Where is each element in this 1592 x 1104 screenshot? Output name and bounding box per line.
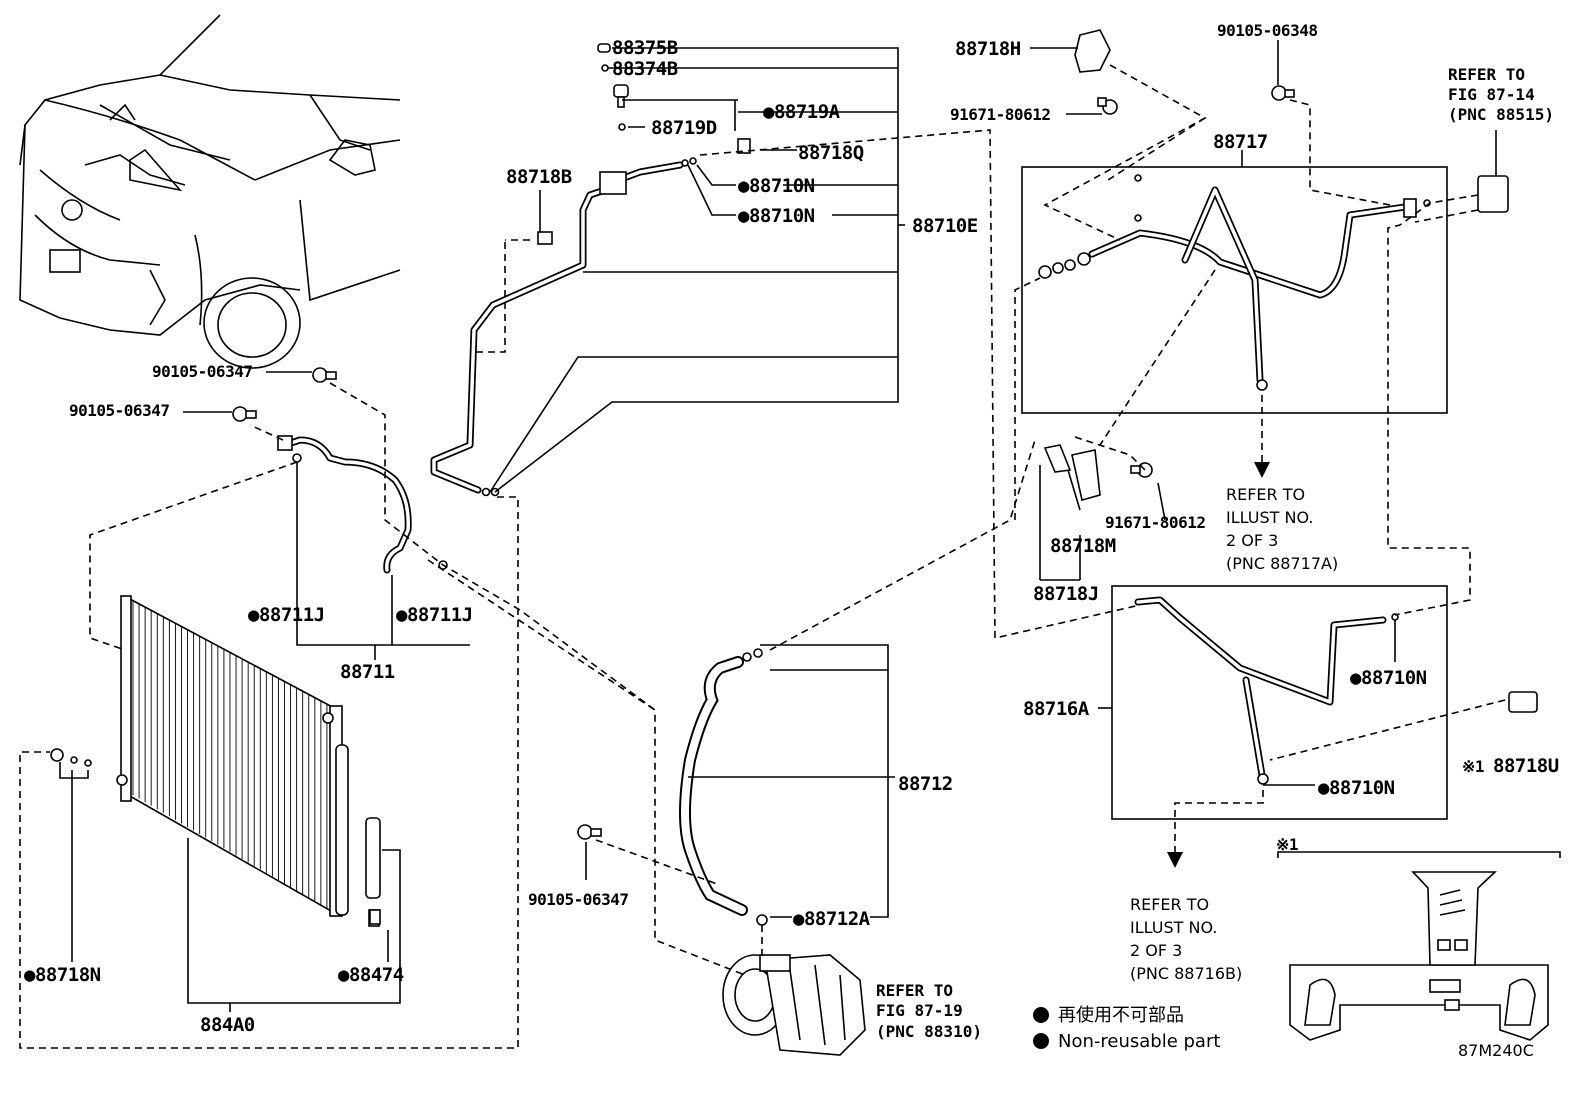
- small-parts-top: [537, 43, 751, 245]
- label-88718U: 88718U: [1493, 755, 1559, 777]
- label-90105-06347-c: 90105-06347: [528, 890, 628, 909]
- label-88718M: 88718M: [1050, 535, 1116, 557]
- label-88718Q: 88718Q: [798, 142, 864, 164]
- label-88711: 88711: [340, 661, 395, 683]
- label-88710N-b: ●88710N: [738, 205, 815, 227]
- discharge-tube-88711: [277, 435, 448, 574]
- condenser-fins: [132, 601, 334, 912]
- condenser-illustration: [116, 595, 381, 927]
- svg-text:REFER TO: REFER TO: [1130, 895, 1209, 914]
- ref-fig-87-14: REFER TO FIG 87-14 (PNC 88515): [1448, 65, 1554, 124]
- label-90105-06348: 90105-06348: [1217, 21, 1317, 40]
- box-88717: [1021, 166, 1448, 414]
- dashed-lines: [19, 64, 1506, 1049]
- label-88474: ●88474: [338, 964, 404, 986]
- label-88375B: 88375B: [612, 37, 678, 59]
- label-88717: 88717: [1213, 131, 1268, 153]
- reference-notes: REFER TO FIG 87-14 (PNC 88515) REFER TO …: [876, 65, 1554, 1041]
- label-88719D: 88719D: [651, 117, 717, 139]
- label-88718H: 88718H: [955, 38, 1021, 60]
- legend-dot-icon: [1033, 1033, 1049, 1049]
- bolts: [50, 85, 1295, 925]
- legend-en: Non-reusable part: [1058, 1031, 1220, 1052]
- legend-dot-icon: [1033, 1007, 1049, 1023]
- svg-text:ILLUST NO.: ILLUST NO.: [1130, 918, 1217, 937]
- tube-88716A: [1134, 596, 1399, 785]
- reference-arrows: [1167, 462, 1270, 868]
- label-88718B: 88718B: [506, 166, 572, 188]
- label-88710N-d: ●88710N: [1318, 777, 1395, 799]
- legend: 再使用不可部品 Non-reusable part: [1033, 1005, 1220, 1052]
- svg-text:REFER TO: REFER TO: [1448, 65, 1525, 84]
- svg-text:2 OF 3: 2 OF 3: [1226, 531, 1278, 550]
- label-88719A: ●88719A: [763, 101, 841, 123]
- label-note-mark: ※1: [1276, 835, 1298, 854]
- svg-text:FIG 87-19: FIG 87-19: [876, 1001, 963, 1020]
- ref-illust-88717A: REFER TO ILLUST NO. 2 OF 3 (PNC 88717A): [1226, 485, 1338, 573]
- svg-text:FIG 87-14: FIG 87-14: [1448, 85, 1535, 104]
- label-88711J-a: ●88711J: [248, 604, 325, 626]
- svg-text:(PNC 88515): (PNC 88515): [1448, 105, 1554, 124]
- label-88710E: 88710E: [912, 215, 978, 237]
- svg-text:(PNC 88717A): (PNC 88717A): [1226, 554, 1338, 573]
- ref-illust-88716B: REFER TO ILLUST NO. 2 OF 3 (PNC 88716B): [1130, 895, 1242, 983]
- ref-fig-87-19: REFER TO FIG 87-19 (PNC 88310): [876, 981, 982, 1041]
- label-88716A: 88716A: [1023, 698, 1090, 720]
- svg-text:ILLUST NO.: ILLUST NO.: [1226, 508, 1313, 527]
- label-88712A: ●88712A: [793, 908, 871, 930]
- label-88711J-b: ●88711J: [396, 604, 473, 626]
- svg-text:REFER TO: REFER TO: [876, 981, 953, 1000]
- clip-detail: [1277, 851, 1561, 1041]
- brackets-right: [1043, 29, 1538, 713]
- label-884A0: 884A0: [200, 1014, 255, 1036]
- label-90105-06347-a: 90105-06347: [152, 362, 252, 381]
- compressor-illustration: [722, 954, 866, 1056]
- label-88718U-mark: ※1: [1462, 757, 1484, 776]
- label-91671-80612-b: 91671-80612: [1105, 513, 1205, 532]
- vehicle-illustration: [19, 14, 401, 369]
- svg-text:REFER TO: REFER TO: [1226, 485, 1305, 504]
- label-88718J: 88718J: [1033, 583, 1099, 605]
- label-91671-80612-a: 91671-80612: [950, 105, 1050, 124]
- hose-88712: [679, 648, 768, 926]
- part-labels: 88375B 88374B 88719D ●88719A 88718Q ●887…: [24, 21, 1559, 1036]
- svg-text:(PNC 88310): (PNC 88310): [876, 1022, 982, 1041]
- tube-88717: [1038, 174, 1431, 391]
- box-88716A: [1111, 585, 1448, 820]
- label-88710N-c: ●88710N: [1350, 667, 1427, 689]
- legend-jp: 再使用不可部品: [1058, 1005, 1184, 1026]
- tube-88710E: [430, 157, 697, 497]
- label-88718N: ●88718N: [24, 964, 101, 986]
- figure-code: 87M240C: [1458, 1041, 1534, 1060]
- label-90105-06347-b: 90105-06347: [69, 401, 169, 420]
- label-88712: 88712: [898, 773, 953, 795]
- svg-text:2 OF 3: 2 OF 3: [1130, 941, 1182, 960]
- leader-lines: [59, 40, 1497, 1012]
- svg-text:(PNC 88716B): (PNC 88716B): [1130, 964, 1242, 983]
- label-88374B: 88374B: [612, 58, 678, 80]
- label-88710N-a: ●88710N: [738, 175, 815, 197]
